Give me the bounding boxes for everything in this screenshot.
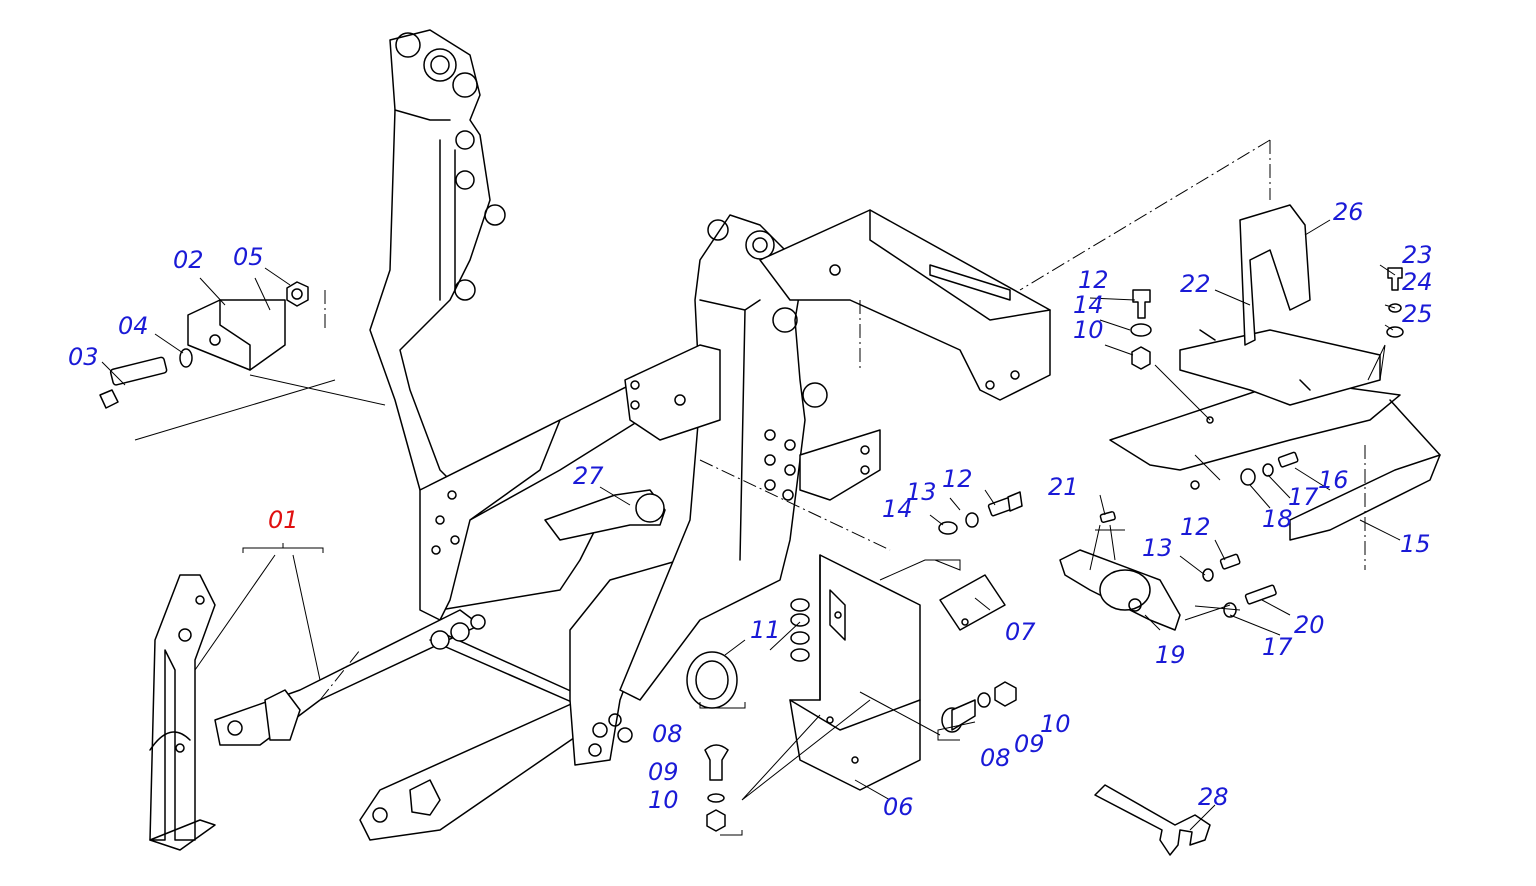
stand-assembly bbox=[149, 574, 216, 851]
label-14-mid: 14 bbox=[882, 495, 913, 523]
label-09-left: 09 bbox=[648, 758, 679, 786]
label-12-top: 12 bbox=[1078, 266, 1109, 294]
label-25: 25 bbox=[1402, 300, 1433, 328]
label-04: 04 bbox=[118, 312, 149, 340]
fasteners-23-24-25 bbox=[1386, 267, 1404, 338]
label-20: 20 bbox=[1294, 611, 1325, 639]
ring-and-springs-11 bbox=[686, 598, 810, 709]
label-24: 24 bbox=[1402, 268, 1433, 296]
label-10-top: 10 bbox=[1073, 316, 1104, 344]
label-10-right: 10 bbox=[1040, 710, 1071, 738]
label-28: 28 bbox=[1198, 783, 1229, 811]
label-17-lower: 17 bbox=[1262, 633, 1293, 661]
fasteners-08-09-10-right bbox=[941, 681, 1017, 733]
label-21: 21 bbox=[1048, 473, 1079, 501]
fasteners-16-17-18 bbox=[1240, 451, 1299, 486]
bracket-parts-02-05 bbox=[99, 281, 309, 409]
label-17-upper: 17 bbox=[1288, 483, 1319, 511]
tab-07 bbox=[939, 574, 1006, 631]
plate-22-26 bbox=[1109, 204, 1401, 490]
label-16: 16 bbox=[1318, 466, 1349, 494]
label-08-right: 08 bbox=[980, 744, 1011, 772]
fasteners-08-09-10-left bbox=[704, 744, 729, 832]
label-26: 26 bbox=[1333, 198, 1364, 226]
fasteners-12-14-10-top bbox=[1130, 289, 1152, 370]
label-03: 03 bbox=[68, 343, 99, 371]
label-15: 15 bbox=[1400, 530, 1431, 558]
label-18: 18 bbox=[1262, 505, 1293, 533]
label-06: 06 bbox=[883, 793, 914, 821]
label-12-mid: 12 bbox=[942, 465, 973, 493]
assembly-centerlines bbox=[319, 139, 1366, 701]
leader-lines bbox=[101, 219, 1401, 836]
wrench-28 bbox=[1094, 784, 1211, 856]
label-10-left: 10 bbox=[648, 786, 679, 814]
right-upright-arm bbox=[619, 214, 828, 701]
label-01: 01 bbox=[268, 506, 299, 534]
label-12-lower: 12 bbox=[1180, 513, 1211, 541]
label-09-right: 09 bbox=[1014, 730, 1045, 758]
link-plate-19 bbox=[1059, 511, 1181, 631]
fasteners-12-13-14-mid bbox=[938, 491, 1023, 535]
label-07: 07 bbox=[1005, 618, 1036, 646]
label-08-left: 08 bbox=[652, 720, 683, 748]
label-05: 05 bbox=[233, 243, 264, 271]
label-27: 27 bbox=[573, 462, 604, 490]
bracket-06 bbox=[789, 554, 921, 791]
main-frame bbox=[214, 29, 721, 841]
part-labels: 01 02 03 04 05 06 07 08 08 09 09 10 10 1… bbox=[68, 198, 1433, 821]
label-11: 11 bbox=[750, 616, 781, 644]
label-23: 23 bbox=[1402, 241, 1433, 269]
label-02: 02 bbox=[173, 246, 204, 274]
label-13-mid: 13 bbox=[906, 478, 937, 506]
label-13-lower: 13 bbox=[1142, 534, 1173, 562]
label-22: 22 bbox=[1180, 270, 1211, 298]
mid-bracket bbox=[624, 344, 881, 501]
label-14-top: 14 bbox=[1073, 291, 1104, 319]
upper-tray bbox=[759, 209, 1051, 401]
label-19: 19 bbox=[1155, 641, 1186, 669]
pin-27 bbox=[544, 489, 666, 541]
